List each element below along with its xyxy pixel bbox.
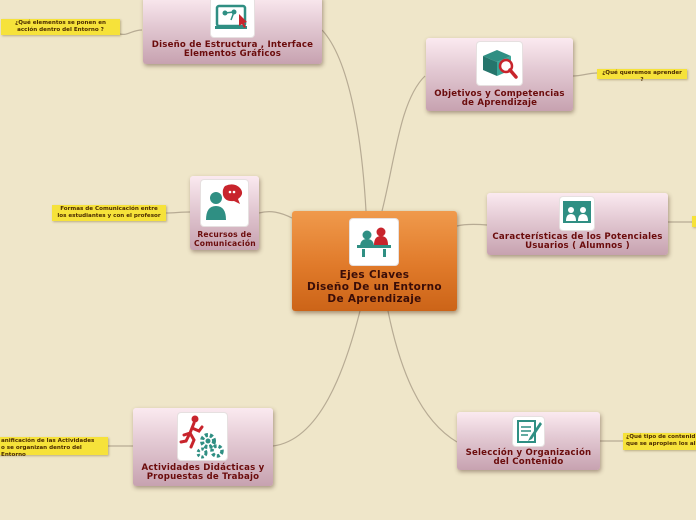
topic-objetivos[interactable]: Objetivos y Competencias de Aprendizaje [426,38,573,111]
topic-actividades-label: Actividades Didácticas y Propuestas de T… [141,463,265,482]
topic-contenido[interactable]: Selección y Organización del Contenido [457,412,600,470]
note-recursos[interactable]: Formas de Comunicación entre los estudia… [52,205,166,221]
link-central-objetivos [381,75,426,212]
link-estructura-note [119,29,143,36]
link-recursos-note [165,211,191,214]
person-chat-icon [201,180,248,226]
note-usuarios[interactable] [692,216,696,227]
interface-design-icon [211,0,254,37]
users-group-icon [560,197,594,230]
topic-recursos[interactable]: Recursos de Comunicación [190,176,259,250]
link-central-recursos [258,211,293,219]
link-central-contenido [387,310,458,443]
link-central-actividades [272,310,361,447]
topic-estructura-label: Diseño de Estructura , Interface Element… [151,40,314,59]
topic-usuarios[interactable]: Características de los Potenciales Usuar… [487,193,668,255]
document-edit-icon [513,417,544,446]
topic-actividades[interactable]: Actividades Didácticas y Propuestas de T… [133,408,273,486]
note-objetivos[interactable]: ¿Qué queremos aprender ? [597,69,687,83]
topic-usuarios-label: Características de los Potenciales Usuar… [492,232,663,251]
link-objetivos-note [572,72,598,77]
central-title: Ejes Claves Diseño De un Entorno De Apre… [307,269,442,305]
link-central-estructura [321,29,367,212]
topic-objetivos-label: Objetivos y Competencias de Aprendizaje [434,89,565,108]
central-topic[interactable]: Ejes Claves Diseño De un Entorno De Apre… [292,211,457,311]
topic-recursos-label: Recursos de Comunicación [194,230,256,248]
topic-contenido-label: Selección y Organización del Contenido [465,448,592,467]
topic-estructura[interactable]: Diseño de Estructura , Interface Element… [143,0,322,64]
search-box-icon [477,42,522,85]
link-central-usuarios [456,223,488,227]
note-estructura[interactable]: ¿Qué elementos se ponen en acción dentro… [1,19,120,35]
classroom-students-icon [350,219,398,265]
note-contenido[interactable]: ¿Qué tipo de contenid que se apropien lo… [623,433,696,450]
runner-gears-icon [178,413,227,460]
note-actividades[interactable]: anificación de las Actividades o se orga… [0,437,108,458]
